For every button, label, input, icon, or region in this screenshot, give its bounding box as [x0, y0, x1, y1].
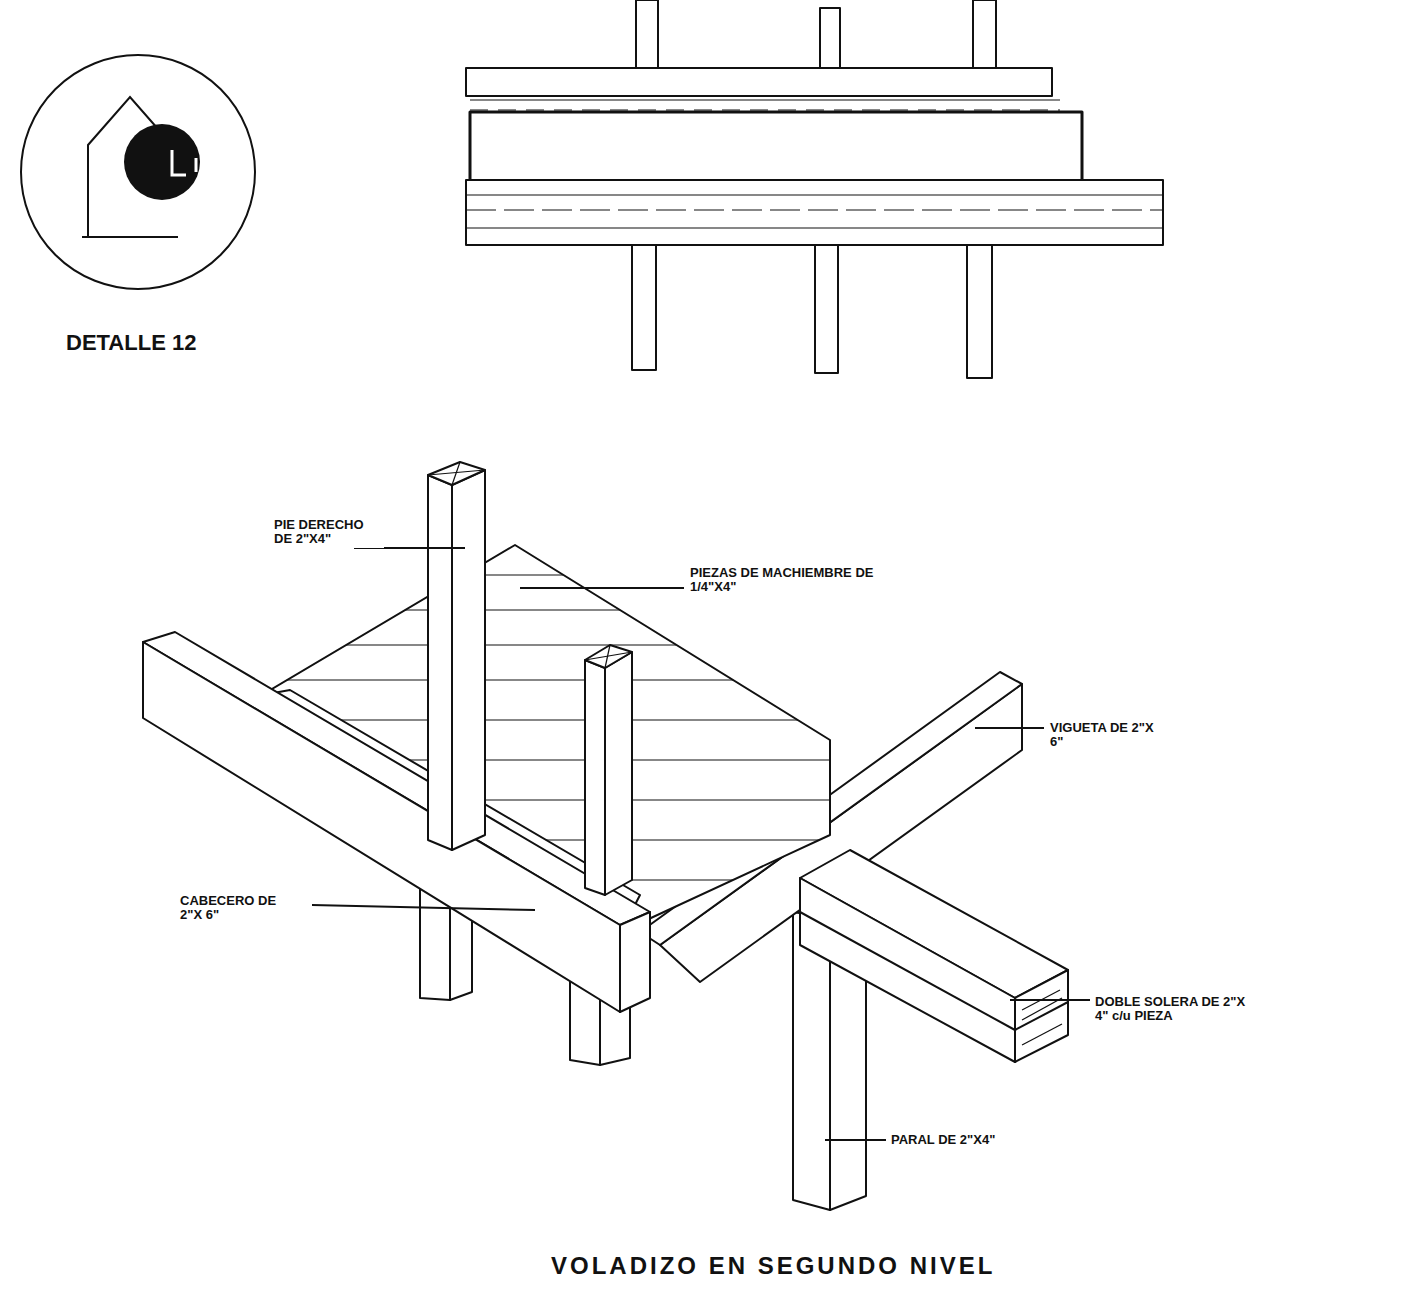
detail-locator: [21, 55, 255, 289]
part-label: PARAL DE 2"X4": [889, 1132, 997, 1148]
part-label: CABECERO DE 2"X 6": [178, 893, 294, 924]
part-label: VIGUETA DE 2"X 6": [1048, 720, 1156, 751]
detail-label: DETALLE 12: [64, 330, 198, 356]
elevation-view: [466, 0, 1163, 378]
isometric-detail: [143, 462, 1090, 1210]
part-label: DOBLE SOLERA DE 2"X 4" c/u PIEZA: [1093, 994, 1262, 1025]
part-label: PIEZAS DE MACHIEMBRE DE 1/4"X4": [688, 565, 892, 596]
part-label: PIE DERECHO DE 2"X4": [272, 517, 384, 548]
drawing-title: VOLADIZO EN SEGUNDO NIVEL: [549, 1252, 997, 1280]
